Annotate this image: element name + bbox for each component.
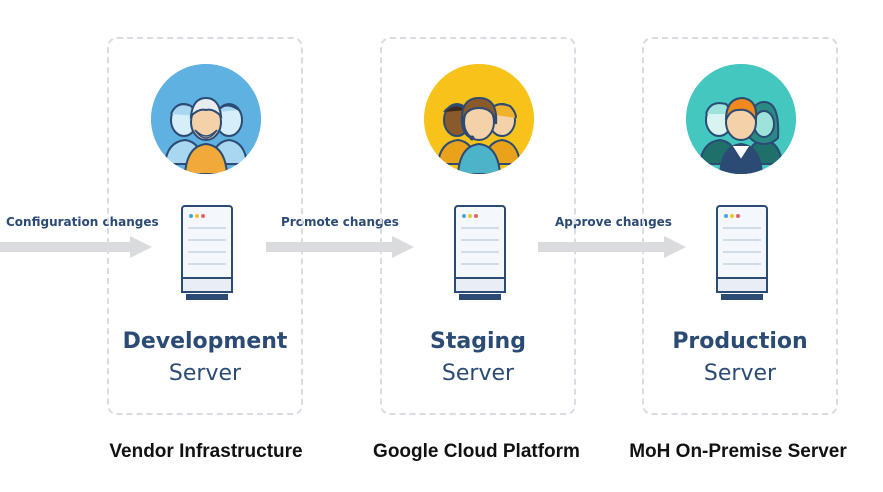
arrow-right-icon [0, 236, 152, 258]
people-group-icon [424, 64, 534, 174]
stage-subtitle: Server [168, 361, 242, 386]
server-icon [453, 204, 507, 309]
arrow-label-promote: Promote changes [281, 215, 399, 229]
stage-panel-staging: Staging Server [380, 37, 576, 415]
stage-panel-development: Development Server [107, 37, 303, 415]
arrow-right-icon [266, 236, 414, 258]
stage-title: Staging [430, 329, 526, 354]
stage-subtitle: Server [703, 361, 777, 386]
stage-title: Development [122, 329, 288, 354]
stage-subtitle: Server [441, 361, 515, 386]
server-icon [180, 204, 234, 309]
people-group-icon [151, 64, 261, 174]
arrow-label-configuration: Configuration changes [6, 215, 159, 229]
platform-label-moh: MoH On-Premise Server [629, 441, 847, 462]
stage-title: Production [672, 329, 808, 354]
arrow-right-icon [538, 236, 686, 258]
platform-label-vendor: Vendor Infrastructure [109, 441, 303, 462]
platform-label-gcp: Google Cloud Platform [373, 441, 580, 462]
people-group-icon [686, 64, 796, 174]
server-icon [715, 204, 769, 309]
stage-panel-production: Production Server [642, 37, 838, 415]
